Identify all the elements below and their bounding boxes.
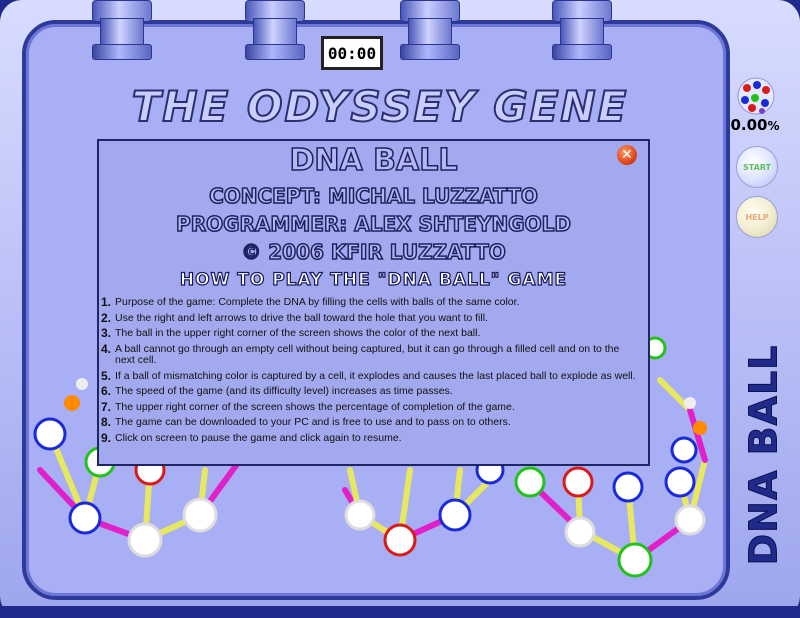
- dna-cell: [514, 466, 546, 498]
- credit-concept: CONCEPT: MICHAL LUZZATTO: [97, 183, 650, 209]
- rule-item: 6.The speed of the game (and its difficu…: [101, 384, 641, 398]
- dna-cell: [562, 466, 594, 498]
- how-to-play-heading: HOW TO PLAY THE "DNA BALL" GAME: [179, 269, 568, 290]
- rule-text: The ball in the upper right corner of th…: [115, 327, 481, 339]
- dna-ball: [76, 378, 88, 390]
- dialog-title: DNA BALL: [289, 142, 459, 179]
- dna-strand-segment: [687, 407, 708, 463]
- dna-cell: [674, 504, 706, 536]
- rule-item: 1.Purpose of the game: Complete the DNA …: [101, 295, 641, 309]
- credit-label: PROGRAMMER:: [175, 211, 348, 237]
- dna-cell: [182, 497, 218, 533]
- how-to-play-dialog[interactable]: [97, 139, 654, 470]
- credit-label: CONCEPT:: [208, 183, 322, 209]
- dna-cell: [68, 501, 102, 535]
- rule-number: 7.: [101, 399, 112, 414]
- rule-item: 5.If a ball of mismatching color is capt…: [101, 368, 641, 383]
- credit-programmer: PROGRAMMER: ALEX SHTEYNGOLD: [97, 211, 650, 237]
- rule-number: 3.: [101, 326, 112, 340]
- rules-list: 1.Purpose of the game: Complete the DNA …: [101, 295, 641, 448]
- dna-molecule-icon: [737, 77, 775, 115]
- game-timer: 00:00: [321, 36, 383, 70]
- game-title: THE ODYSSEY GENE: [131, 81, 629, 132]
- rule-item: 9.Click on screen to pause the game and …: [101, 430, 641, 445]
- rule-text: The speed of the game (and its difficult…: [115, 385, 453, 397]
- rule-text: Use the right and left arrows to drive t…: [115, 311, 488, 324]
- rule-item: 4.A ball cannot go through an empty cell…: [101, 341, 641, 367]
- ball-dispenser-tube: [245, 0, 305, 60]
- rule-text: Purpose of the game: Complete the DNA by…: [115, 296, 520, 308]
- rule-text: Click on screen to pause the game and cl…: [115, 431, 402, 444]
- help-button[interactable]: HELP: [736, 196, 778, 238]
- dna-cell: [33, 417, 67, 451]
- dna-ball: [64, 395, 80, 411]
- completion-unit: %: [767, 119, 780, 133]
- rule-item: 7.The upper right corner of the screen s…: [101, 399, 641, 414]
- window-bottom-edge: [0, 606, 800, 618]
- completion-percentage: 0.00%: [720, 116, 790, 134]
- rule-number: 1.: [101, 295, 112, 309]
- dna-cell: [383, 523, 417, 557]
- dna-cell: [617, 542, 653, 578]
- dna-cell: [127, 522, 163, 558]
- close-icon[interactable]: ✕: [617, 145, 637, 165]
- rule-number: 2.: [101, 310, 112, 325]
- side-game-label-text: DNA BALL: [741, 344, 786, 566]
- side-game-label: DNA BALL: [738, 330, 788, 580]
- rule-number: 8.: [101, 415, 112, 429]
- rule-text: A ball cannot go through an empty cell w…: [115, 342, 620, 366]
- rule-text: If a ball of mismatching color is captur…: [115, 369, 636, 382]
- rule-item: 2.Use the right and left arrows to drive…: [101, 310, 641, 325]
- rule-number: 4.: [101, 341, 112, 356]
- rule-number: 5.: [101, 368, 112, 383]
- dna-cell: [564, 516, 596, 548]
- rule-item: 8.The game can be downloaded to your PC …: [101, 415, 641, 429]
- credit-value: ALEX SHTEYNGOLD: [354, 211, 572, 237]
- ball-dispenser-tube: [552, 0, 612, 60]
- rule-number: 6.: [101, 384, 112, 398]
- rule-text: The upper right corner of the screen sho…: [115, 400, 515, 413]
- dna-ball: [684, 397, 696, 409]
- dna-cell: [670, 436, 698, 464]
- ball-dispenser-tube: [92, 0, 152, 60]
- completion-value: 0.00: [730, 116, 768, 134]
- dna-ball: [693, 421, 707, 435]
- credit-value: KFIR LUZZATTO: [330, 239, 506, 265]
- ball-dispenser-tube: [400, 0, 460, 60]
- rule-item: 3.The ball in the upper right corner of …: [101, 326, 641, 340]
- credit-label: © 2006: [240, 239, 324, 265]
- credit-copyright: © 2006 KFIR LUZZATTO: [97, 239, 650, 265]
- dna-cell: [438, 498, 472, 532]
- rule-text: The game can be downloaded to your PC an…: [115, 416, 511, 428]
- dna-cell: [664, 466, 696, 498]
- rule-number: 9.: [101, 430, 112, 445]
- credit-value: MICHAL LUZZATTO: [327, 183, 538, 209]
- start-button[interactable]: START: [736, 146, 778, 188]
- dna-cell: [612, 471, 644, 503]
- dna-cell: [344, 499, 376, 531]
